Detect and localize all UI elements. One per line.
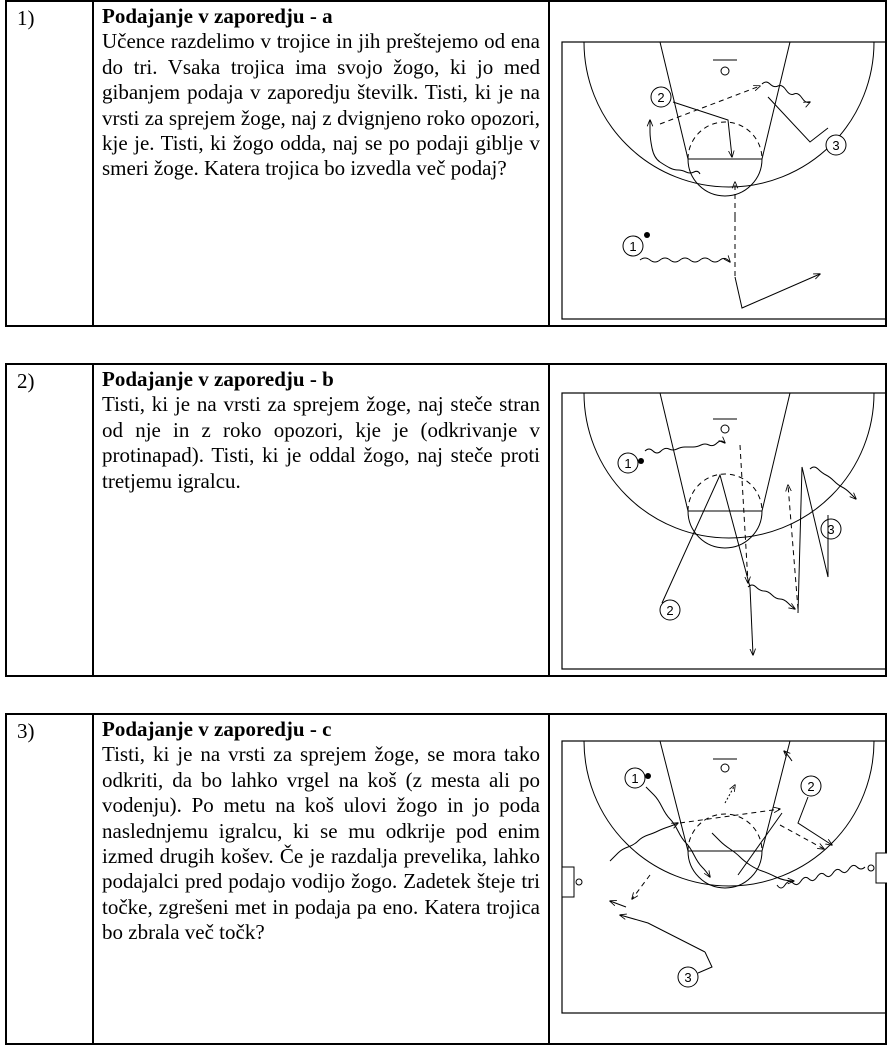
court-outline [561, 41, 887, 320]
three-point-line [583, 41, 875, 188]
drill-row-3: 3) Podajanje v zaporedju - c Tisti, ki j… [5, 713, 887, 1045]
drill-row-2: 2) Podajanje v zaporedju - b Tisti, ki j… [5, 363, 887, 677]
movement-arrow [661, 473, 751, 604]
court-outline [561, 740, 887, 1014]
drill-number: 2) [5, 363, 94, 677]
lane-line [659, 41, 689, 160]
player-3-label: 3 [832, 138, 839, 153]
basket [720, 763, 730, 773]
player-marker [617, 452, 639, 474]
dribble-arrow [609, 823, 678, 862]
drill-number: 1) [5, 0, 94, 327]
player-1-label: 1 [631, 771, 638, 786]
player-2-label: 2 [807, 779, 814, 794]
basket [720, 424, 730, 434]
free-throw-circle-dashed [687, 121, 763, 160]
movement-arrow [737, 812, 783, 876]
pass-arrow [679, 809, 780, 824]
three-point-line [583, 392, 875, 539]
drill-title: Podajanje v zaporedju - b [102, 367, 334, 391]
pass-arrow [779, 824, 824, 849]
movement-arrow [734, 274, 820, 309]
ball-icon [638, 458, 644, 464]
court-diagram: 2 3 1 [561, 41, 887, 320]
dribble-arrow [645, 786, 710, 877]
free-throw-circle [687, 510, 763, 549]
diagram-cell: 2 3 1 [548, 0, 887, 327]
shot-arrow [724, 785, 735, 804]
free-throw-circle-dashed [687, 473, 763, 512]
dribble-arrow [650, 120, 701, 175]
player-marker [825, 134, 847, 156]
lane-line [761, 392, 791, 512]
movement-arrow [620, 915, 706, 953]
pass-arrow [739, 444, 748, 583]
player-3-label: 3 [684, 970, 691, 985]
movement-arrow [697, 951, 713, 974]
court-outline [561, 392, 887, 670]
drill-body: Tisti, ki je na vrsti za sprejem žoge, n… [102, 392, 540, 493]
player-marker [650, 86, 672, 108]
dribble-arrow [809, 466, 856, 499]
diagram-cell: 1 3 2 [548, 363, 887, 677]
player-marker [622, 235, 644, 257]
court-diagram: 1 2 3 [561, 740, 887, 1014]
three-point-line [583, 740, 875, 887]
lane-line [761, 740, 791, 852]
lane-line [761, 41, 791, 160]
movement-arrow [784, 751, 793, 762]
player-marker [624, 767, 646, 789]
side-basket-left [561, 866, 575, 898]
lane-line [659, 392, 689, 512]
dribble-arrow [776, 864, 866, 889]
drill-body: Tisti, ki je na vrsti za sprejem žoge, s… [102, 742, 540, 945]
side-basket [867, 864, 875, 872]
pass-arrow [632, 874, 651, 899]
movement-arrow [797, 466, 829, 614]
drill-description: Podajanje v zaporedju - a Učence razdeli… [92, 0, 550, 327]
free-throw-circle [687, 158, 763, 197]
pass-arrow [788, 485, 799, 610]
dribble-arrow [747, 584, 795, 609]
dribble-arrow [639, 258, 730, 262]
drill-description: Podajanje v zaporedju - c Tisti, ki je n… [92, 713, 550, 1045]
side-basket [575, 878, 583, 886]
drill-number: 3) [5, 713, 94, 1045]
player-3-label: 3 [827, 522, 834, 537]
player-2-label: 2 [657, 90, 664, 105]
player-2-label: 2 [666, 603, 673, 618]
dribble-arrow [711, 832, 794, 881]
drill-description: Podajanje v zaporedju - b Tisti, ki je n… [92, 363, 550, 677]
lane-line [659, 740, 689, 852]
drill-row-1: 1) Podajanje v zaporedju - a Učence razd… [5, 0, 887, 327]
basket [720, 66, 730, 76]
player-1-label: 1 [624, 456, 631, 471]
movement-arrow [672, 101, 732, 157]
free-throw-circle [687, 850, 763, 889]
diagram-cell: 1 2 3 [548, 713, 887, 1045]
player-marker [820, 518, 842, 540]
player-marker [677, 966, 699, 988]
movement-arrow [610, 901, 627, 908]
drill-body: Učence razdelimo v trojice in jih prešte… [102, 29, 540, 181]
dribble-arrow [644, 441, 725, 454]
dribble-arrow [761, 81, 810, 103]
player-1-label: 1 [629, 239, 636, 254]
drill-title: Podajanje v zaporedju - a [102, 4, 333, 28]
drill-title: Podajanje v zaporedju - c [102, 717, 332, 741]
player-marker [800, 775, 822, 797]
movement-arrow [797, 796, 832, 845]
court-diagram: 1 3 2 [561, 392, 887, 670]
player-marker [659, 599, 681, 621]
movement-arrow [767, 96, 829, 143]
ball-icon [645, 773, 651, 779]
movement-arrow [749, 586, 753, 655]
ball-icon [644, 232, 650, 238]
free-throw-circle-dashed [687, 813, 763, 852]
side-basket-right [875, 852, 887, 884]
